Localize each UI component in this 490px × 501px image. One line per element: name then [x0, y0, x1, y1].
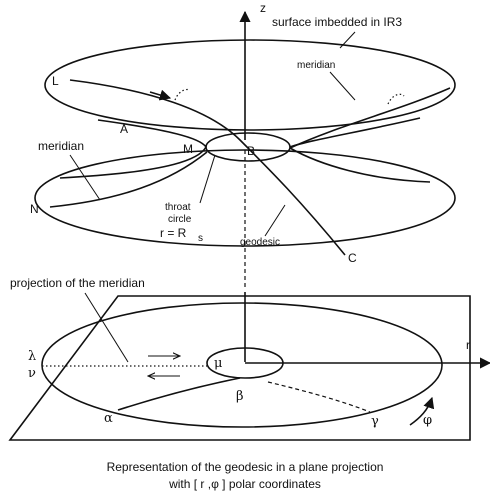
nu-label: ν [28, 366, 36, 381]
r-axis-label: r [466, 338, 470, 352]
throat-label-1: throat [165, 202, 191, 213]
point-L-label: L [52, 74, 59, 88]
meridian-left-leader [69, 154, 101, 201]
throat-label-3: r = R [160, 226, 187, 240]
top-dotted-left [174, 88, 191, 101]
point-A-label: A [120, 122, 128, 136]
caption-line-1: Representation of the geodesic in a plan… [107, 460, 384, 474]
geodesic-leader [264, 204, 286, 237]
point-C-label: C [348, 251, 357, 265]
caption-line-2: with [ r ,φ ] polar coordinates [168, 477, 321, 491]
projection-meridian-label: projection of the meridian [10, 276, 145, 290]
mu-label: μ [214, 356, 222, 371]
meridian-left-label: meridian [38, 139, 84, 153]
projected-geodesic-solid [117, 377, 241, 411]
surface-left-side [59, 119, 207, 179]
z-axis-label: z [260, 1, 266, 15]
alpha-label: α [104, 411, 113, 426]
geodesic-label: geodesic [240, 237, 280, 248]
geodesic-arrow [149, 89, 172, 101]
surface-right-lower [289, 147, 431, 183]
meridian-top-label: meridian [297, 60, 335, 71]
gamma-label: γ [371, 414, 379, 429]
projected-geodesic-dashed [267, 381, 371, 413]
beta-label: β [236, 389, 244, 404]
throat-leader [199, 154, 216, 204]
phi-label: φ [423, 413, 432, 428]
point-B-label: B [247, 144, 255, 158]
surface-leader [339, 31, 356, 49]
point-M-label: M [183, 142, 193, 156]
top-dotted-right [387, 93, 405, 105]
lambda-label: λ [28, 349, 36, 364]
projection-meridian-leader [84, 292, 129, 363]
meridian-top-curve [289, 87, 451, 149]
geodesic-curve [69, 79, 346, 256]
throat-label-2: circle [168, 214, 192, 225]
meridian-lower-curve [49, 151, 208, 208]
projection-outer-circle [41, 302, 443, 428]
throat-label-sub: s [198, 233, 203, 244]
meridian-top-leader [329, 71, 356, 101]
surface-label: surface imbedded in IR3 [272, 15, 402, 29]
phi-arrow [409, 396, 435, 426]
projection-plane [8, 295, 471, 441]
upper-surface-rim [44, 39, 456, 131]
point-N-label: N [30, 202, 39, 216]
lower-surface-rim [34, 149, 456, 247]
surface-right-side [289, 117, 421, 148]
